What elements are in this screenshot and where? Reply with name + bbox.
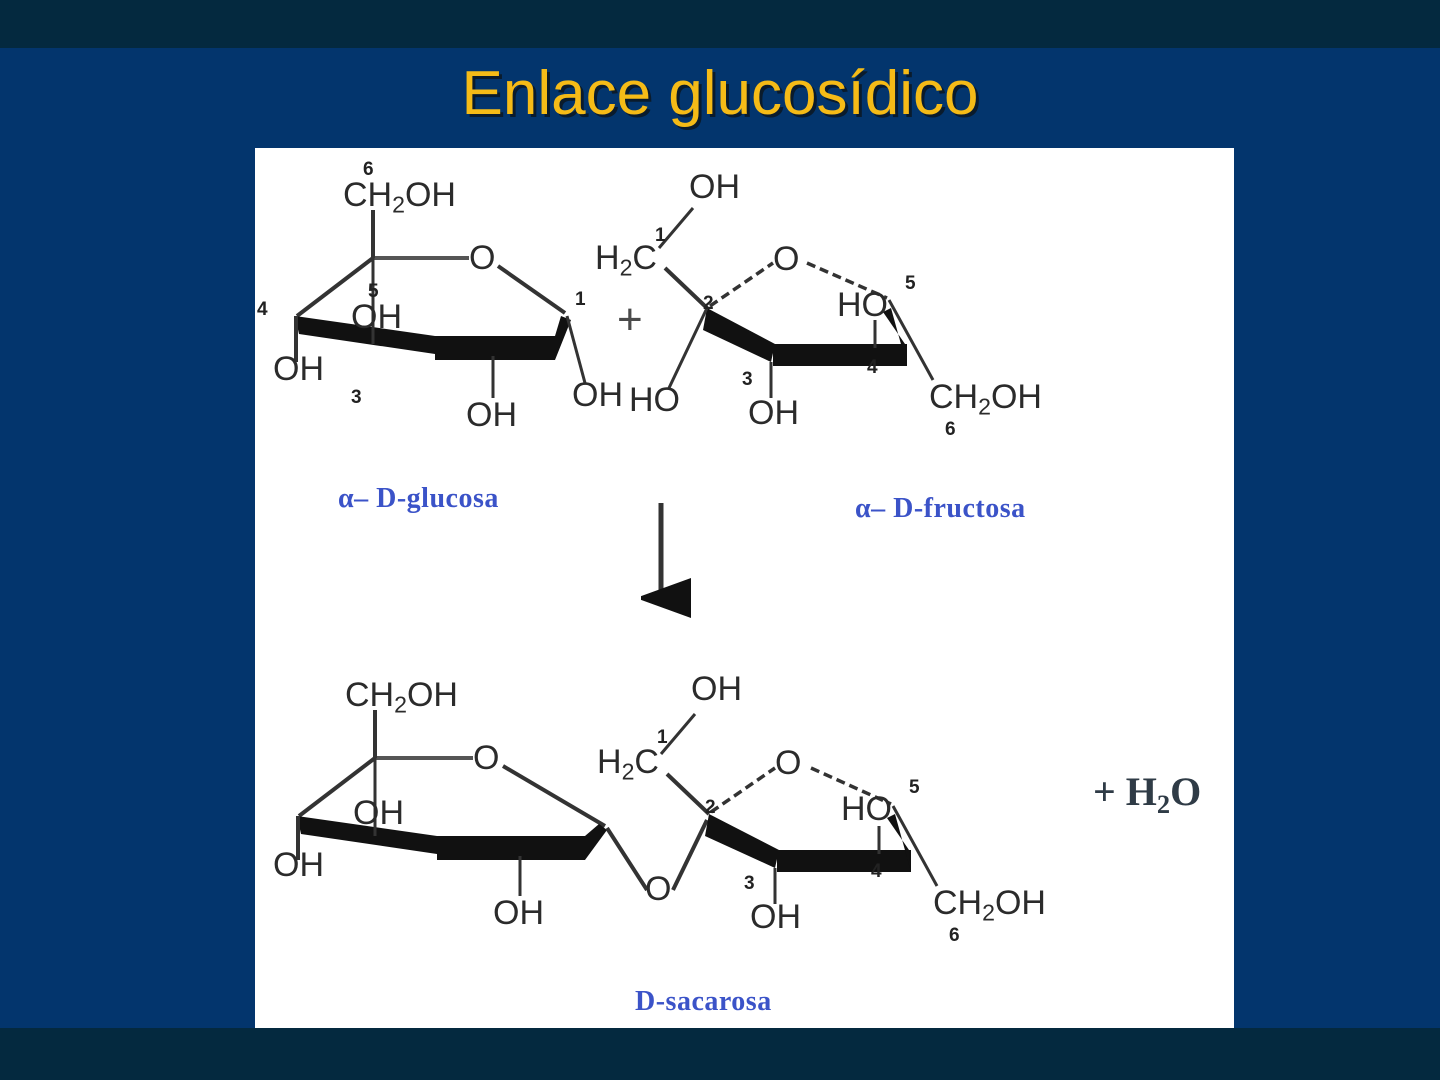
page-title: Enlace glucosídico (461, 59, 979, 128)
fructose-carbon-1-number: 1 (655, 225, 666, 246)
glucose-oh-2-label: OH (466, 396, 517, 434)
glucose-carbon-3-number: 3 (351, 387, 362, 408)
sucrose-glucose-oh-4-label: OH (273, 846, 324, 884)
sucrose-fructose-carbon-3-number: 3 (744, 873, 755, 894)
fructose-carbon-3-number: 3 (742, 369, 753, 390)
sucrose-fructose-carbon-2-number: 2 (705, 797, 716, 818)
reaction-plus-operator: + (617, 295, 643, 344)
reaction-drawing (294, 207, 939, 904)
sucrose-fructose-ring-oxygen-label: O (775, 744, 802, 782)
reaction-figure: 6 CH2OH O 5 OH 4 OH 3 OH 1 OH α– D-gluco… (255, 148, 1234, 1028)
sucrose-glucose-oh-2-label: OH (493, 894, 544, 932)
glucose-oh-5-label: OH (351, 298, 402, 336)
sucrose-glucose-ring-oxygen-label: O (473, 739, 500, 777)
sucrose-name-label: D-sacarosa (635, 986, 772, 1017)
sucrose-fructose-carbon-6-number: 6 (949, 925, 960, 946)
fructose-carbon-4-number: 4 (867, 357, 878, 378)
glucose-name-label: α– D-glucosa (338, 483, 499, 514)
sucrose-glucose-ch2oh-label: CH2OH (345, 676, 458, 718)
sucrose-fructose-ho-4-label: HO (841, 790, 892, 828)
fructose-ho-4-label: HO (837, 286, 888, 324)
fructose-carbon-6-number: 6 (945, 419, 956, 440)
fructose-carbon-5-number: 5 (905, 273, 916, 294)
water-byproduct-label: + H2O (1093, 769, 1202, 819)
fructose-ho-2-label: HO (629, 381, 680, 419)
fructose-name-label: α– D-fructosa (855, 493, 1026, 524)
glucose-carbon-5-number: 5 (368, 281, 379, 302)
slide-bottom-band (0, 1028, 1440, 1080)
sucrose-fructose-carbon-5-number: 5 (909, 777, 920, 798)
sucrose-fructose-oh-3-label: OH (750, 898, 801, 936)
slide-top-band (0, 0, 1440, 48)
glucose-anomeric-oh-label: OH (572, 376, 623, 414)
sucrose-fructose-h2c-label: H2C (597, 743, 659, 785)
fructose-carbon-2-number: 2 (703, 293, 714, 314)
glucose-ch2oh-label: CH2OH (343, 176, 456, 218)
glucose-oh-4-label: OH (273, 350, 324, 388)
glucose-ring-oxygen-label: O (469, 239, 496, 277)
sucrose-fructose-carbon-1-number: 1 (657, 727, 668, 748)
fructose-oh-1-label: OH (689, 168, 740, 206)
fructose-oh-3-label: OH (748, 394, 799, 432)
glucose-carbon-1-number: 1 (575, 289, 586, 310)
fructose-h2c-label: H2C (595, 239, 657, 281)
sucrose-glycosidic-oxygen-label: O (645, 870, 672, 908)
sucrose-glucose-oh-5-label: OH (353, 794, 404, 832)
sucrose-fructose-ch2oh-6-label: CH2OH (933, 884, 1046, 926)
glucose-carbon-4-number: 4 (257, 299, 268, 320)
sucrose-fructose-carbon-4-number: 4 (871, 861, 882, 882)
glucose-carbon-6-number: 6 (363, 159, 374, 180)
fructose-ring-oxygen-label: O (773, 240, 800, 278)
sucrose-fructose-oh-1-label: OH (691, 670, 742, 708)
fructose-ch2oh-6-label: CH2OH (929, 378, 1042, 420)
